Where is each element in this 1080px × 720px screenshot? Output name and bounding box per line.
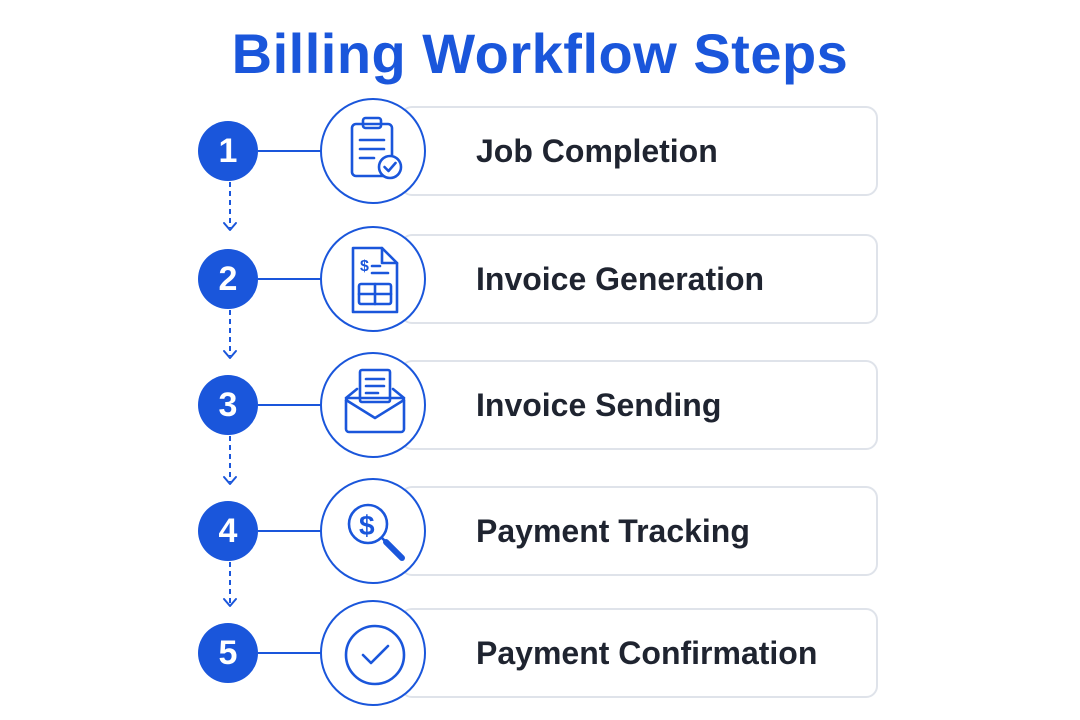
arrow-down-icon [223,436,237,485]
step-card [400,608,878,698]
step-card [400,106,878,196]
step-label: Payment Confirmation [476,635,818,671]
step-number-badge: 3 [198,375,258,435]
workflow-step-4: Payment Tracking 4 $ [0,478,1080,584]
icon-circle: $ [320,478,426,584]
icon-circle [320,352,426,458]
checkmark-circle-icon [344,624,406,686]
step-number-badge: 5 [198,623,258,683]
arrow-down-icon [223,562,237,607]
svg-text:$: $ [360,258,369,275]
arrow-down-icon [223,182,237,231]
step-connector-line [258,530,322,532]
step-number-badge: 1 [198,121,258,181]
workflow-step-3: Invoice Sending 3 [0,352,1080,458]
workflow-step-2: Invoice Generation 2 $ [0,226,1080,332]
dollar-magnifier-icon: $ [347,503,405,561]
workflow-step-5: Payment Confirmation 5 [0,600,1080,706]
step-connector-line [258,278,322,280]
arrow-down-icon [223,310,237,359]
step-card [400,234,878,324]
step-connector-line [258,150,322,152]
step-label: Job Completion [476,133,718,169]
clipboard-check-icon [350,116,403,180]
icon-circle: $ [320,226,426,332]
step-connector-line [258,404,322,406]
step-connector-line [258,652,322,654]
icon-circle [320,98,426,204]
svg-text:$: $ [359,510,375,541]
envelope-document-icon [344,368,406,434]
invoice-document-icon: $ [351,246,399,314]
workflow-step-1: Job Completion 1 [0,98,1080,204]
icon-circle [320,600,426,706]
step-label: Payment Tracking [476,513,750,549]
page-title: Billing Workflow Steps [231,22,849,85]
step-label: Invoice Generation [476,261,765,297]
step-card [400,360,878,450]
step-number-badge: 4 [198,501,258,561]
step-label: Invoice Sending [476,387,722,423]
step-number-badge: 2 [198,249,258,309]
step-card [400,486,878,576]
